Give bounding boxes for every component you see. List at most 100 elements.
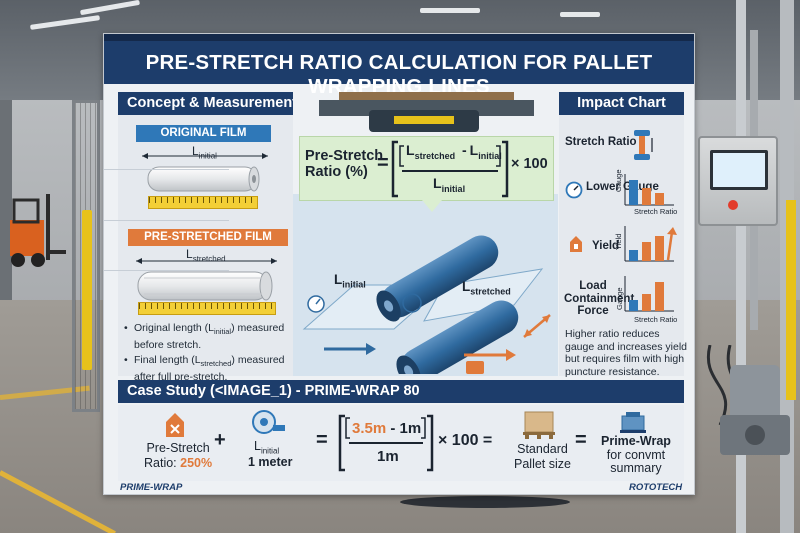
case-pallet: Standard Pallet size bbox=[514, 442, 571, 472]
bullet-sub: initial bbox=[213, 327, 232, 337]
infographic-board: PRE-STRETCH RATIO CALCULATION FOR PALLET… bbox=[103, 33, 695, 495]
bullet-sub: stretched bbox=[200, 359, 232, 369]
turntable-base bbox=[400, 496, 570, 508]
prestretch-rollers-diagram bbox=[302, 235, 551, 374]
case-ratio-label2: Ratio: bbox=[144, 456, 177, 470]
impact-divider bbox=[104, 220, 229, 221]
case-multiplier: × 100 = bbox=[438, 432, 493, 449]
bullet-text: Original length (L bbox=[134, 322, 214, 334]
footer-brand-left: PRIME-WRAP bbox=[120, 482, 183, 493]
forklift-icon bbox=[10, 194, 66, 267]
diagram-right-sub: stretched bbox=[470, 286, 511, 297]
formula-minus: - bbox=[461, 142, 467, 158]
case-ratio-label: Pre-Stretch bbox=[146, 441, 210, 455]
original-length-arrow-icon bbox=[142, 153, 268, 159]
footer-brand-right: ROTOTECH bbox=[629, 482, 683, 493]
original-length-sub: initial bbox=[198, 151, 217, 161]
concept-heading: Concept & Measurement bbox=[118, 92, 293, 115]
stretched-length-arrow-icon bbox=[136, 258, 277, 264]
load-containment-chart bbox=[624, 276, 674, 312]
impact-divider bbox=[104, 169, 229, 170]
original-film-label: ORIGINAL FILM bbox=[136, 125, 271, 142]
formula-brackets-icon bbox=[391, 140, 509, 198]
impact-label-lower-gauge: Lower Gauge bbox=[586, 181, 659, 193]
board-header: PRE-STRETCH RATIO CALCULATION FOR PALLET… bbox=[104, 34, 694, 98]
prestretched-film-roll-icon bbox=[137, 271, 273, 301]
outgoing-film bbox=[423, 268, 544, 322]
bullet-original: Original length (Linitial) measured befo… bbox=[124, 322, 294, 351]
case-l-sub: initial bbox=[260, 446, 280, 456]
impact-heading: Impact Chart bbox=[559, 92, 684, 115]
motor-gearbox-icon bbox=[706, 345, 790, 455]
impact-label-stretch-ratio: Stretch Ratio bbox=[565, 136, 637, 148]
prestretched-film-label: PRE-STRETCHED FILM bbox=[128, 229, 288, 246]
impact-label-yield: Yield bbox=[592, 240, 620, 252]
bullet-final: Final length (Lstretched) measured after… bbox=[124, 354, 294, 383]
bullet-text: Final length (L bbox=[134, 354, 201, 367]
yield-chart bbox=[624, 226, 677, 262]
impact-axis-stretch-ratio: Stretch Ratio bbox=[634, 207, 678, 216]
formula-lhs-line1: Pre-Stretch bbox=[305, 148, 384, 164]
tape-measure-icon bbox=[252, 410, 285, 434]
formula-num-b: L bbox=[469, 142, 479, 158]
impact-axis-gauge: Gauge bbox=[614, 169, 623, 192]
formula-den: L bbox=[433, 175, 442, 191]
case-l-value: 1 meter bbox=[248, 455, 293, 469]
case-brand: Prime-Wrap for convmt summary bbox=[601, 434, 671, 476]
case-l-initial: Linitial bbox=[254, 439, 279, 456]
ceiling-light bbox=[560, 12, 600, 17]
impact-axis-stretch-ratio-2: Stretch Ratio bbox=[634, 315, 678, 324]
case-plus: + bbox=[214, 429, 226, 451]
impact-axis-gauge-2: Gauge bbox=[615, 287, 624, 310]
case-pallet-label: Standard bbox=[517, 442, 568, 456]
impact-note: Higher ratio reduces gauge and increases… bbox=[565, 328, 688, 378]
formula-numerator: Lstretched -Linitial bbox=[406, 142, 502, 161]
control-screen bbox=[710, 150, 768, 190]
stretch-ratio-icon bbox=[634, 130, 653, 160]
diagram-left-sub: initial bbox=[342, 279, 366, 290]
safety-post bbox=[82, 210, 92, 370]
case-equals-2: = bbox=[575, 429, 587, 451]
formula-denominator: Linitial bbox=[433, 175, 465, 194]
case-brand-sub2: summary bbox=[610, 461, 662, 475]
stretched-length-letter: L bbox=[186, 247, 193, 261]
clockwise-icon bbox=[402, 293, 422, 313]
impact-divider bbox=[104, 270, 229, 271]
concept-bullets: Original length (Linitial) measured befo… bbox=[124, 322, 294, 386]
case-num-a: 3.5m bbox=[352, 420, 387, 437]
machine-top-illustration bbox=[319, 92, 534, 132]
case-denominator: 1m bbox=[377, 448, 399, 465]
case-equals-1: = bbox=[316, 429, 328, 451]
formula-callout-pointer bbox=[422, 200, 442, 212]
case-brand-name: Prime-Wrap bbox=[601, 434, 671, 448]
case-pallet-label2: Pallet size bbox=[514, 457, 571, 471]
lower-gauge-chart bbox=[624, 174, 674, 206]
bullet-text: before stretch. bbox=[134, 338, 202, 351]
case-num-minus: - 1m bbox=[390, 420, 422, 437]
case-study-heading: Case Study (<IMAGE_1) - PRIME-WRAP 80 bbox=[118, 380, 684, 403]
bullet-text: ) measured bbox=[231, 354, 285, 367]
wall-pillar bbox=[0, 100, 12, 300]
control-panel bbox=[698, 136, 778, 226]
diagram-right-label: Lstretched bbox=[462, 279, 511, 297]
ruler-ticks bbox=[149, 197, 257, 203]
case-numerator: 3.5m - 1m bbox=[352, 420, 421, 437]
header-strip bbox=[104, 34, 694, 41]
gauge-icon bbox=[565, 181, 583, 199]
stretched-length-sub: stretched bbox=[192, 254, 226, 264]
impact-axis-yield: Yield bbox=[614, 233, 623, 250]
stretched-length-label: Lstretched bbox=[186, 247, 226, 263]
impact-panel bbox=[559, 92, 684, 376]
bullet-text: after full pre-stretch. bbox=[134, 370, 228, 383]
diagram-left-letter: L bbox=[334, 272, 343, 287]
ruler-ticks bbox=[139, 303, 275, 309]
original-film-roll-icon bbox=[147, 166, 260, 192]
formula-num-b-sub: initial bbox=[478, 150, 502, 161]
bullet-text: ) measured bbox=[231, 322, 285, 334]
case-brand-sub1: for convmt bbox=[606, 447, 666, 462]
emergency-stop-icon bbox=[728, 200, 738, 210]
pallet-icon bbox=[523, 411, 555, 439]
ratio-icon bbox=[166, 413, 184, 437]
formula-equals: = bbox=[377, 152, 389, 174]
formula-den-sub: initial bbox=[441, 183, 466, 194]
